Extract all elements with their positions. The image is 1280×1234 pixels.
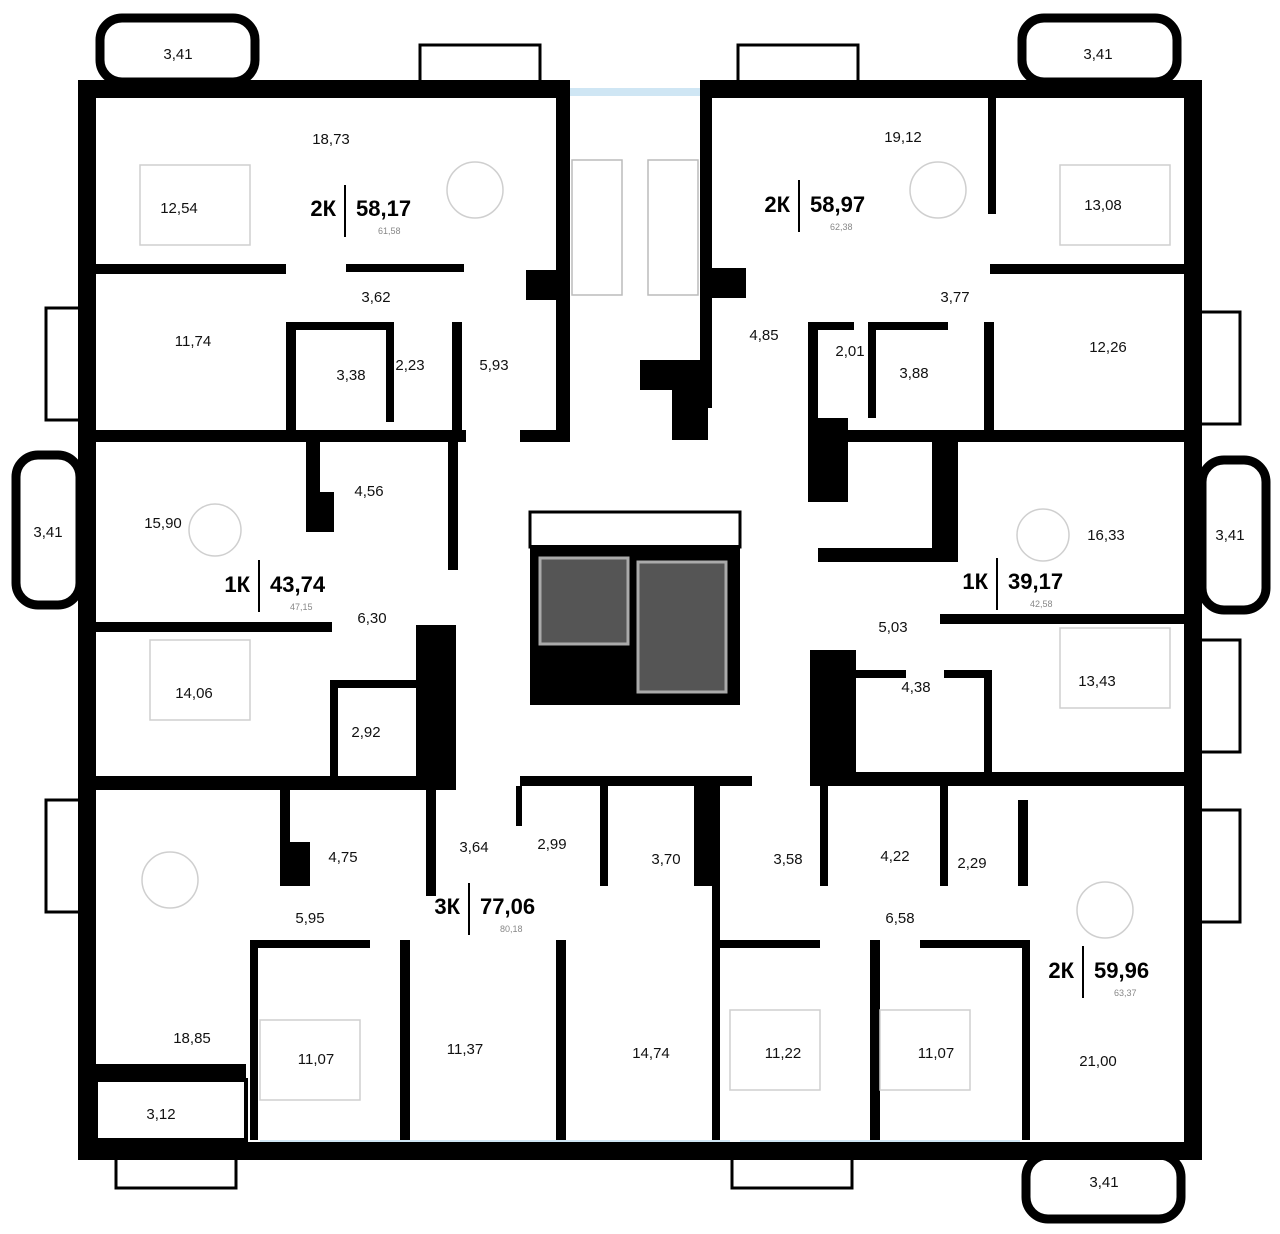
apartment-area: 58,17 bbox=[356, 196, 411, 221]
room-area-label: 3,41 bbox=[163, 46, 192, 63]
apartment-total-area: 62,38 bbox=[830, 222, 853, 232]
room-area-label: 2,99 bbox=[537, 836, 566, 853]
room-area-label: 4,75 bbox=[328, 849, 357, 866]
room-area-label: 3,58 bbox=[773, 851, 802, 868]
room-area-label: 2,01 bbox=[835, 343, 864, 360]
staircase bbox=[571, 159, 699, 296]
apartment-type: 2К bbox=[764, 192, 790, 217]
furniture bbox=[139, 161, 1171, 1101]
apartment-total-area: 63,37 bbox=[1114, 988, 1137, 998]
apartment-label-s: 3К 77,06 80,18 bbox=[434, 883, 535, 935]
room-area-label: 3,62 bbox=[361, 289, 390, 306]
room-area-label: 2,23 bbox=[395, 357, 424, 374]
room-area-label: 19,12 bbox=[884, 129, 922, 146]
apartment-area: 43,74 bbox=[270, 572, 326, 597]
apartment-total-area: 61,58 bbox=[378, 226, 401, 236]
apartment-type: 3К bbox=[434, 894, 460, 919]
room-area-label: 3,41 bbox=[1089, 1174, 1118, 1191]
room-area-label: 3,38 bbox=[336, 367, 365, 384]
room-area-label: 11,74 bbox=[175, 333, 211, 350]
loggias bbox=[44, 43, 1242, 1190]
room-area-label: 5,93 bbox=[479, 357, 508, 374]
room-area-label: 6,58 bbox=[885, 910, 914, 927]
apartment-label-se: 2К 59,96 63,37 bbox=[1048, 946, 1149, 998]
room-areas: 3,41 3,41 18,73 12,54 19,12 13,08 3,62 3… bbox=[33, 46, 1244, 1191]
room-area-label: 21,00 bbox=[1079, 1053, 1117, 1070]
apartment-type: 2К bbox=[310, 196, 336, 221]
room-area-label: 3,12 bbox=[146, 1106, 175, 1123]
room-area-label: 3,77 bbox=[940, 289, 969, 306]
room-area-label: 5,03 bbox=[878, 619, 907, 636]
room-area-label: 3,41 bbox=[1083, 46, 1112, 63]
room-area-label: 3,88 bbox=[899, 365, 928, 382]
room-area-label: 4,56 bbox=[354, 483, 383, 500]
room-area-label: 3,41 bbox=[1215, 527, 1244, 544]
room-area-label: 11,22 bbox=[765, 1045, 801, 1062]
room-area-label: 2,29 bbox=[957, 855, 986, 872]
apartment-total-area: 42,58 bbox=[1030, 599, 1053, 609]
room-area-label: 4,22 bbox=[880, 848, 909, 865]
interior-walls bbox=[96, 98, 1200, 1140]
room-area-label: 3,64 bbox=[459, 839, 488, 856]
room-area-label: 6,30 bbox=[357, 610, 386, 627]
room-area-label: 4,38 bbox=[901, 679, 930, 696]
apartment-type: 1К bbox=[224, 572, 250, 597]
apartment-label-ne: 2К 58,97 62,38 bbox=[764, 180, 865, 232]
room-area-label: 13,08 bbox=[1084, 197, 1122, 214]
room-area-label: 12,26 bbox=[1089, 339, 1127, 356]
apartment-area: 58,97 bbox=[810, 192, 865, 217]
room-area-label: 16,33 bbox=[1087, 527, 1125, 544]
apartment-area: 39,17 bbox=[1008, 569, 1063, 594]
apartment-label-w: 1К 43,74 47,15 bbox=[224, 560, 326, 612]
room-area-label: 14,74 bbox=[632, 1045, 670, 1062]
room-area-label: 5,95 bbox=[295, 910, 324, 927]
room-area-label: 4,85 bbox=[749, 327, 778, 344]
room-area-label: 12,54 bbox=[160, 200, 198, 217]
apartment-area: 59,96 bbox=[1094, 958, 1149, 983]
apartment-total-area: 80,18 bbox=[500, 924, 523, 934]
room-area-label: 11,07 bbox=[918, 1045, 954, 1062]
elevators bbox=[528, 510, 742, 705]
balconies bbox=[11, 13, 1271, 1224]
apartment-total-area: 47,15 bbox=[290, 602, 313, 612]
room-area-label: 14,06 bbox=[175, 685, 213, 702]
room-area-label: 11,37 bbox=[447, 1041, 483, 1058]
room-area-label: 15,90 bbox=[144, 515, 182, 532]
room-area-label: 13,43 bbox=[1078, 673, 1116, 690]
room-area-label: 3,70 bbox=[651, 851, 680, 868]
room-area-label: 2,92 bbox=[351, 724, 380, 741]
room-area-label: 3,41 bbox=[33, 524, 62, 541]
apartment-label-e: 1К 39,17 42,58 bbox=[962, 558, 1063, 610]
room-area-label: 11,07 bbox=[298, 1051, 334, 1068]
room-area-label: 18,73 bbox=[312, 131, 350, 148]
apartment-type: 1К bbox=[962, 569, 988, 594]
apartment-area: 77,06 bbox=[480, 894, 535, 919]
apartment-label-nw: 2К 58,17 61,58 bbox=[310, 185, 411, 237]
apartment-type: 2К bbox=[1048, 958, 1074, 983]
room-area-label: 18,85 bbox=[173, 1030, 211, 1047]
